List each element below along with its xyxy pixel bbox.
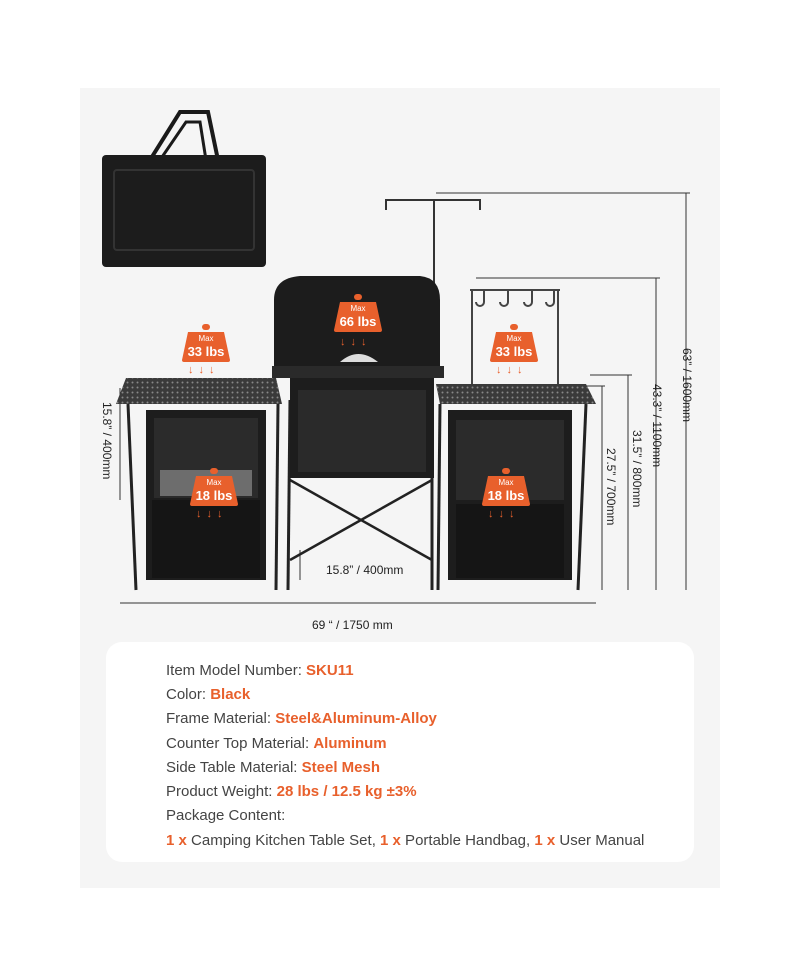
spec-weight-value: 28 lbs / 12.5 kg ±3% — [276, 783, 417, 800]
spec-side: Side Table Material: Steel Mesh — [166, 759, 380, 776]
carry-bag-image — [102, 110, 266, 267]
center-width-label: 15.8” / 400mm — [326, 563, 404, 577]
weight-icon — [482, 468, 530, 506]
product-illustration — [102, 110, 690, 604]
lantern-height-label: 43.3” / 1100mm — [650, 384, 664, 468]
spec-frame: Frame Material: Steel&Aluminum-Alloy — [166, 710, 437, 727]
badge-max-label: Max — [350, 303, 366, 313]
badge-max-label: Max — [198, 333, 214, 343]
badge-weight-value: 18 lbs — [487, 487, 525, 503]
right-cabinet-weight-badge: Max 18 lbs — [482, 468, 530, 506]
badge-weight-value: 33 lbs — [187, 343, 225, 359]
weight-icon — [182, 324, 230, 362]
package-item-qty: 1 x — [166, 832, 187, 849]
weight-icon — [190, 468, 238, 506]
center-arrows-icon: ↓↓↓ — [340, 336, 372, 348]
spec-frame-label: Frame Material: — [166, 710, 276, 727]
badge-max-label: Max — [498, 477, 514, 487]
right-top-arrows-icon: ↓↓↓ — [496, 364, 528, 376]
package-item-name: Portable Handbag, — [400, 832, 535, 849]
spec-side-value: Steel Mesh — [301, 759, 381, 776]
spec-model: Item Model Number: SKU11 — [166, 662, 354, 679]
spec-color: Color: Black — [166, 686, 250, 703]
spec-counter-label: Counter Top Material: — [166, 735, 314, 752]
spec-color-value: Black — [210, 686, 251, 703]
table-height-label: 27.5” / 700mm — [604, 448, 618, 526]
total-width-label: 69 “ / 1750 mm — [312, 618, 393, 632]
side-cabinet-height-label: 15.8” / 400mm — [100, 402, 114, 480]
spec-weight: Product Weight: 28 lbs / 12.5 kg ±3% — [166, 783, 417, 800]
weight-icon — [490, 324, 538, 362]
badge-max-label: Max — [206, 477, 222, 487]
right-cabinet-arrows-icon: ↓↓↓ — [488, 508, 520, 520]
spec-model-value: SKU11 — [306, 662, 354, 679]
spec-side-label: Side Table Material: — [166, 759, 302, 776]
left-top-weight-badge: Max 33 lbs — [182, 324, 230, 362]
spec-color-label: Color: — [166, 686, 211, 703]
left-top-arrows-icon: ↓↓↓ — [188, 364, 220, 376]
package-item-name: Camping Kitchen Table Set, — [186, 832, 381, 849]
spec-package-label: Package Content: — [166, 807, 286, 824]
spec-counter-value: Aluminum — [313, 735, 387, 752]
left-cabinet-weight-badge: Max 18 lbs — [190, 468, 238, 506]
badge-weight-value: 66 lbs — [339, 313, 377, 329]
total-height-label: 63” / 1600mm — [680, 348, 694, 423]
spec-frame-value: Steel&Aluminum-Alloy — [275, 710, 437, 727]
center-weight-badge: Max 66 lbs — [334, 294, 382, 332]
spec-model-label: Item Model Number: — [166, 662, 307, 679]
right-top-weight-badge: Max 33 lbs — [490, 324, 538, 362]
package-item-qty: 1 x — [380, 832, 401, 849]
spec-card: Item Model Number: SKU11 Color: Black Fr… — [106, 642, 694, 862]
badge-max-label: Max — [506, 333, 522, 343]
spec-package-items: 1 x Camping Kitchen Table Set, 1 x Porta… — [166, 832, 644, 849]
badge-weight-value: 18 lbs — [195, 487, 233, 503]
spec-weight-label: Product Weight: — [166, 783, 277, 800]
package-item-qty: 1 x — [534, 832, 556, 849]
spec-counter: Counter Top Material: Aluminum — [166, 735, 387, 752]
badge-weight-value: 33 lbs — [495, 343, 533, 359]
left-cabinet-arrows-icon: ↓↓↓ — [196, 508, 228, 520]
windscreen-height-label: 31.5” / 800mm — [630, 430, 644, 508]
package-item-name: User Manual — [555, 832, 645, 849]
weight-icon — [334, 294, 382, 332]
